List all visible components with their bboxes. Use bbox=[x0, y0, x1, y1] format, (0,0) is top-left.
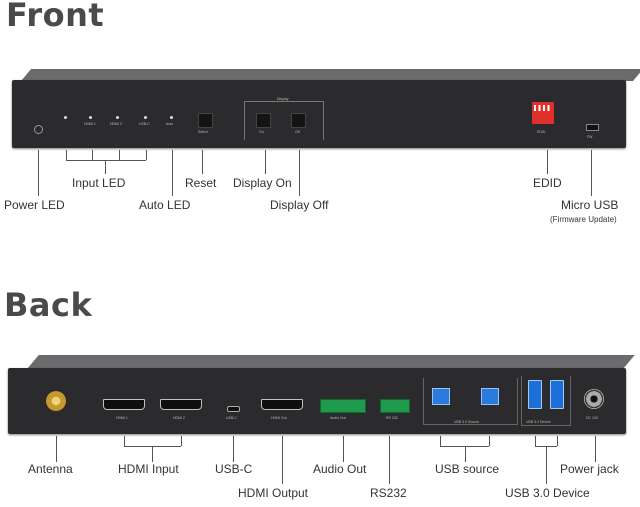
print-back-hdmi2: HDMI 2 bbox=[173, 416, 185, 420]
usb-source-port-2[interactable] bbox=[481, 388, 499, 405]
usb-source-group bbox=[423, 378, 518, 425]
usb-device-port-1[interactable] bbox=[528, 380, 542, 409]
input-led-2 bbox=[89, 116, 92, 119]
reset-label: Reset bbox=[185, 176, 217, 190]
input-led-4 bbox=[144, 116, 147, 119]
print-hdmi1: HDMI 1 bbox=[84, 122, 96, 126]
print-display: Display bbox=[275, 97, 291, 101]
micro-usb-line bbox=[591, 150, 592, 196]
print-fw: FW bbox=[587, 135, 593, 139]
hdmi-input-2-port[interactable] bbox=[160, 399, 202, 410]
input-led-line-2 bbox=[92, 150, 93, 160]
usb-device-line-1 bbox=[535, 436, 536, 446]
audio-out-terminal[interactable] bbox=[320, 399, 366, 413]
hdmi-input-line-2 bbox=[181, 436, 182, 446]
print-auto: Auto bbox=[166, 122, 174, 126]
micro-usb-label: Micro USB bbox=[561, 198, 619, 212]
front-panel: HDMI 1 HDMI 2 USB-C Auto Select Display … bbox=[12, 80, 626, 148]
print-audio-out: Audio Out bbox=[330, 416, 346, 420]
reset-line bbox=[202, 150, 203, 174]
micro-usb-port[interactable] bbox=[586, 124, 599, 131]
print-select: Select bbox=[198, 130, 208, 134]
usb-source-label: USB source bbox=[435, 462, 500, 476]
audio-out-line bbox=[343, 436, 344, 462]
power-jack[interactable] bbox=[584, 389, 604, 409]
hdmi-input-label: HDMI Input bbox=[118, 462, 179, 476]
auto-led bbox=[170, 116, 173, 119]
hdmi-output-port[interactable] bbox=[261, 399, 303, 410]
back-device-top bbox=[27, 355, 635, 369]
usb-device-port-2[interactable] bbox=[550, 380, 564, 409]
hdmi-output-label: HDMI Output bbox=[238, 486, 309, 500]
hdmi-input-1-port[interactable] bbox=[103, 399, 145, 410]
print-dc: DC 12V bbox=[586, 416, 599, 420]
usb-source-line-1 bbox=[440, 436, 441, 446]
print-usb-source: USB 3.0 Source bbox=[452, 420, 482, 424]
input-led-line-1 bbox=[66, 150, 67, 160]
micro-usb-note: (Firmware Update) bbox=[550, 215, 617, 224]
input-led-line-4 bbox=[146, 150, 147, 160]
usb-c-line bbox=[233, 436, 234, 462]
usb-device-line-2 bbox=[557, 436, 558, 446]
rs232-terminal[interactable] bbox=[380, 399, 410, 413]
hdmi-input-stem bbox=[152, 446, 153, 462]
power-led-label: Power LED bbox=[4, 198, 65, 212]
power-jack-line bbox=[595, 436, 596, 462]
power-jack-label: Power jack bbox=[560, 462, 619, 476]
usb-source-bracket bbox=[440, 446, 489, 447]
print-on: On bbox=[259, 130, 264, 134]
front-heading: Front bbox=[6, 0, 105, 34]
input-led-bracket bbox=[66, 160, 146, 161]
usb-c-port[interactable] bbox=[227, 406, 240, 412]
print-hdmi2: HDMI 2 bbox=[110, 122, 122, 126]
print-usbc: USB-C bbox=[139, 122, 150, 126]
usb-source-stem bbox=[465, 446, 466, 462]
usb-device-label: USB 3.0 Device bbox=[505, 486, 590, 500]
print-back-usbc: USB-C bbox=[226, 416, 237, 420]
auto-led-line bbox=[172, 150, 173, 196]
display-off-label: Display Off bbox=[270, 198, 329, 212]
display-off-line bbox=[299, 150, 300, 196]
input-led-label: Input LED bbox=[72, 176, 126, 190]
print-off: Off bbox=[295, 130, 300, 134]
print-hdmi-out: HDMI Out bbox=[271, 416, 287, 420]
antenna-line bbox=[56, 436, 57, 462]
antenna-connector[interactable] bbox=[46, 391, 66, 411]
hdmi-input-line-1 bbox=[124, 436, 125, 446]
input-led-line-3 bbox=[119, 150, 120, 160]
usb-source-line-2 bbox=[489, 436, 490, 446]
input-led-3 bbox=[116, 116, 119, 119]
print-usb-device: USB 3.0 Device bbox=[524, 420, 553, 424]
back-heading: Back bbox=[4, 286, 93, 324]
audio-out-label: Audio Out bbox=[313, 462, 367, 476]
edid-line bbox=[547, 150, 548, 174]
display-on-button[interactable] bbox=[256, 113, 271, 128]
antenna-label: Antenna bbox=[28, 462, 73, 476]
display-off-button[interactable] bbox=[291, 113, 306, 128]
print-rs232: RS 232 bbox=[386, 416, 398, 420]
reset-button[interactable] bbox=[198, 113, 213, 128]
back-panel: HDMI 1 HDMI 2 USB-C HDMI Out Audio Out R… bbox=[8, 368, 626, 434]
rs232-line bbox=[389, 436, 390, 484]
usb-c-label: USB-C bbox=[215, 462, 253, 476]
display-group bbox=[244, 101, 324, 140]
usb-device-stem bbox=[546, 446, 547, 484]
usb-device-group bbox=[521, 376, 571, 426]
print-edid: EDID bbox=[537, 130, 546, 134]
usb-source-port-1[interactable] bbox=[432, 388, 450, 405]
print-back-hdmi1: HDMI 1 bbox=[116, 416, 128, 420]
hdmi-output-line bbox=[282, 436, 283, 484]
edid-label: EDID bbox=[533, 176, 562, 190]
input-led-1 bbox=[64, 116, 67, 119]
display-on-label: Display On bbox=[233, 176, 292, 190]
auto-led-label: Auto LED bbox=[139, 198, 191, 212]
power-led bbox=[34, 125, 43, 134]
input-led-stem bbox=[105, 160, 106, 174]
rs232-label: RS232 bbox=[370, 486, 407, 500]
edid-dip-switch[interactable] bbox=[532, 102, 554, 124]
display-on-line bbox=[265, 150, 266, 174]
power-led-line bbox=[38, 150, 39, 196]
